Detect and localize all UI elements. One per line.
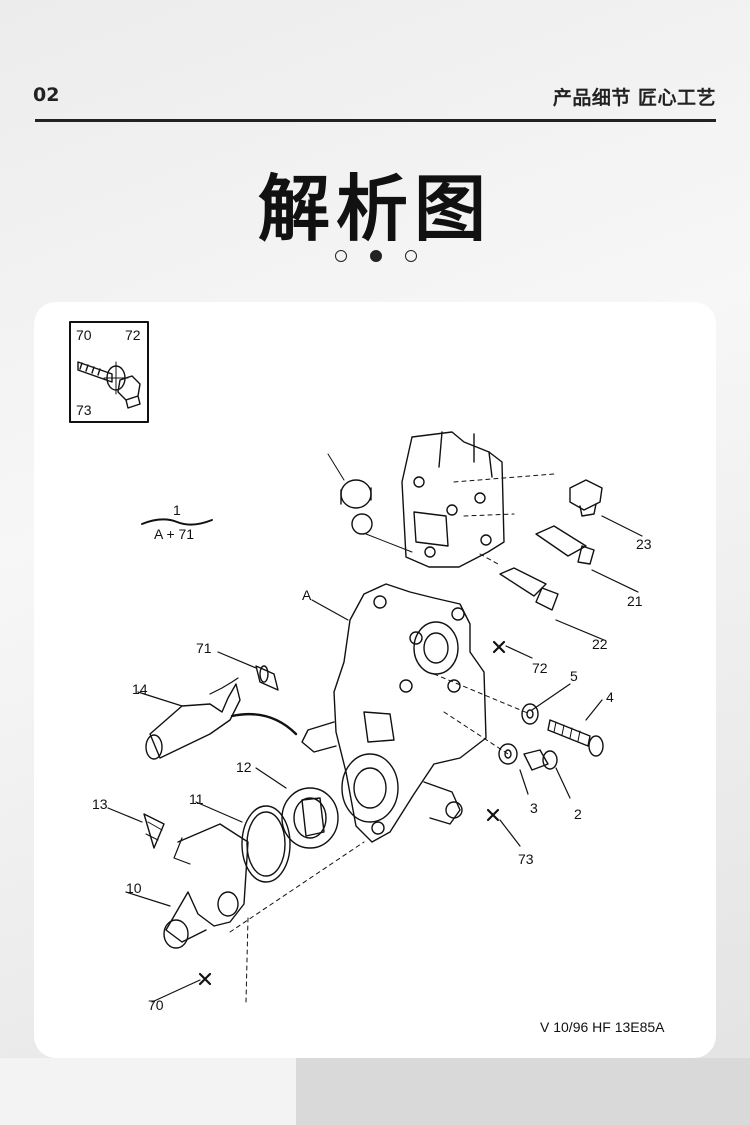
label-70: 70 bbox=[148, 997, 164, 1013]
callout-labels: A 71 14 12 11 13 10 70 72 73 5 4 3 2 23 … bbox=[92, 536, 665, 1035]
exploded-view-diagram: 70 72 73 1 A + 71 bbox=[69, 321, 665, 1035]
seal-11 bbox=[241, 805, 291, 883]
bottom-band-right bbox=[296, 1058, 750, 1125]
inset-label-73: 73 bbox=[76, 402, 92, 418]
pagination-dot-3[interactable] bbox=[405, 250, 417, 262]
label-A: A bbox=[302, 587, 312, 603]
coolant-hose-arrow bbox=[230, 712, 298, 736]
fitting-14 bbox=[145, 677, 241, 760]
cap-13 bbox=[143, 813, 165, 849]
header-divider bbox=[35, 119, 716, 122]
label-71: 71 bbox=[196, 640, 212, 656]
page-title: 解析图 bbox=[257, 167, 492, 251]
thermostat-12 bbox=[281, 787, 339, 849]
legend-top: 1 bbox=[173, 502, 181, 518]
fastener-leader-lines bbox=[433, 673, 531, 755]
label-5: 5 bbox=[570, 668, 578, 684]
reference-code: V 10/96 HF 13E85A bbox=[540, 1019, 665, 1035]
label-3: 3 bbox=[530, 800, 538, 816]
diagram-card: 70 72 73 1 A + 71 bbox=[34, 302, 716, 1058]
washer-3 bbox=[498, 743, 518, 765]
bottom-band-left bbox=[0, 1058, 296, 1125]
engine-block bbox=[327, 431, 505, 568]
label-4: 4 bbox=[606, 689, 614, 705]
inset-fastener-box: 70 72 73 bbox=[69, 321, 149, 423]
inset-label-70: 70 bbox=[76, 327, 92, 343]
outlet-leader-lines bbox=[229, 841, 365, 1003]
label-73: 73 bbox=[518, 851, 534, 867]
label-22: 22 bbox=[592, 636, 608, 652]
label-72: 72 bbox=[532, 660, 548, 676]
washer-5 bbox=[521, 703, 539, 725]
label-11: 11 bbox=[189, 791, 204, 807]
sensor-23 bbox=[569, 479, 643, 537]
pagination-dot-2[interactable] bbox=[370, 250, 382, 262]
section-title: 产品细节 匠心工艺 bbox=[552, 87, 716, 109]
pagination-dots[interactable] bbox=[335, 250, 417, 266]
label-21: 21 bbox=[627, 593, 643, 609]
outlet-10 bbox=[163, 823, 249, 949]
sensor-22 bbox=[499, 567, 605, 641]
bolt-4 bbox=[547, 719, 604, 757]
sensor-21 bbox=[535, 525, 639, 593]
label-10: 10 bbox=[126, 880, 142, 896]
page-number: 02 bbox=[33, 84, 60, 106]
label-23: 23 bbox=[636, 536, 652, 552]
screw-2 bbox=[523, 749, 558, 771]
cross-markers bbox=[198, 640, 506, 986]
inset-label-72: 72 bbox=[125, 327, 141, 343]
label-13: 13 bbox=[92, 796, 108, 812]
callout-leaders bbox=[107, 599, 603, 1003]
pagination-dot-1[interactable] bbox=[335, 250, 347, 262]
housing-a bbox=[301, 583, 487, 843]
pin-71 bbox=[255, 665, 279, 691]
legend: 1 A + 71 bbox=[141, 502, 213, 542]
label-2: 2 bbox=[574, 806, 582, 822]
label-14: 14 bbox=[132, 681, 148, 697]
label-12: 12 bbox=[236, 759, 252, 775]
sensor-leader-lines bbox=[453, 473, 555, 565]
legend-bottom: A + 71 bbox=[154, 526, 194, 542]
